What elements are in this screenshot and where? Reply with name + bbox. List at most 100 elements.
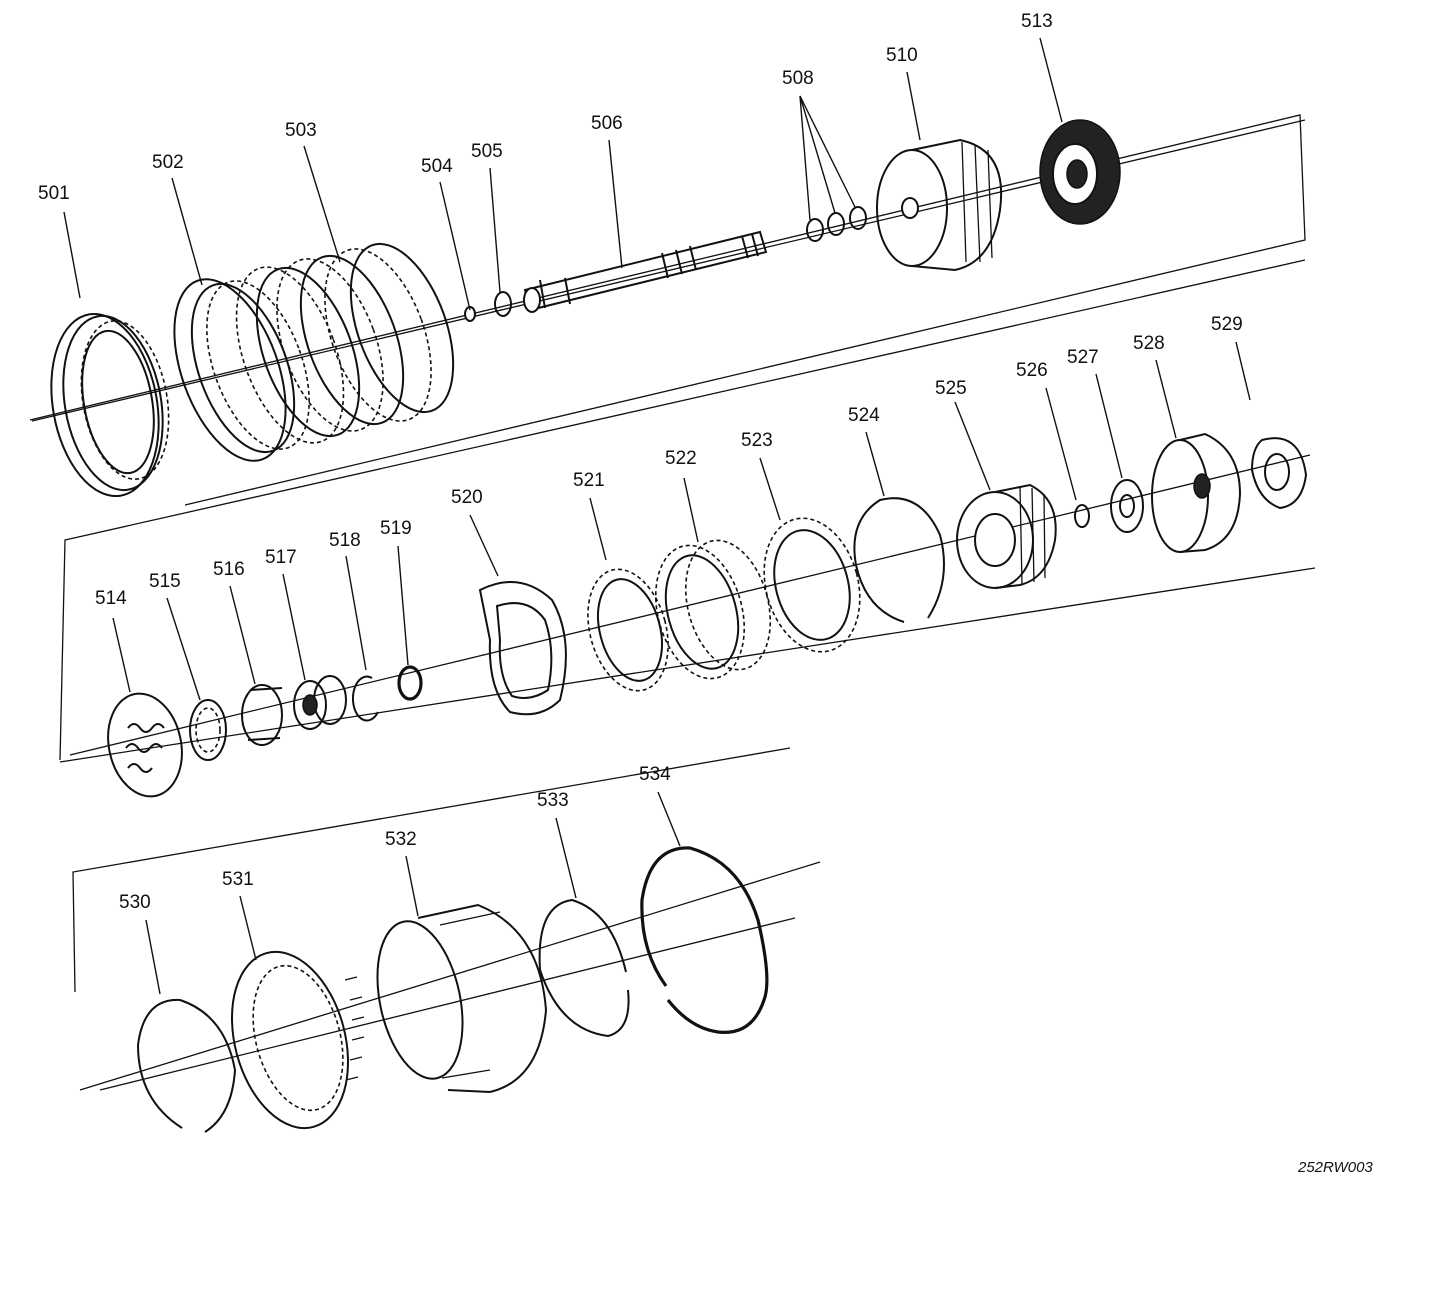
part-530-drawing [136, 998, 237, 1133]
leader-505 [489, 167, 501, 293]
part-520-drawing [478, 581, 567, 716]
callout-529: 529 [1211, 314, 1243, 335]
callout-534: 534 [639, 764, 671, 785]
callout-504: 504 [421, 156, 453, 177]
leader-523 [759, 457, 781, 521]
parts [50, 119, 1308, 1133]
part-526-drawing [1074, 504, 1090, 528]
leader-519 [397, 545, 409, 666]
callout-528: 528 [1133, 333, 1165, 354]
part-503-drawing [235, 242, 455, 444]
leader-526 [1045, 387, 1077, 501]
callout-525: 525 [935, 378, 967, 399]
part-517-drawing [293, 675, 347, 730]
leader-525 [954, 401, 991, 491]
leader-504 [439, 181, 471, 311]
part-531-drawing [230, 950, 365, 1130]
leader-530 [145, 919, 161, 995]
part-516-drawing [241, 684, 283, 746]
callout-516: 516 [213, 559, 245, 580]
leader-516 [229, 585, 256, 685]
leader-514 [112, 617, 131, 693]
callout-515: 515 [149, 571, 181, 592]
callout-510: 510 [886, 45, 918, 66]
part-523-drawing [763, 517, 861, 653]
callout-522: 522 [665, 448, 697, 469]
leader-524 [865, 431, 885, 497]
leader-527 [1095, 373, 1123, 479]
leader-520 [469, 514, 499, 577]
callout-501: 501 [38, 183, 70, 204]
leader-508a [799, 95, 811, 221]
callout-503: 503 [285, 120, 317, 141]
callout-513: 513 [1021, 11, 1053, 32]
leader-531 [239, 895, 257, 961]
leader-532 [405, 855, 419, 917]
callout-530: 530 [119, 892, 151, 913]
part-533-drawing [538, 898, 630, 1038]
part-532-drawing [376, 903, 548, 1094]
callout-521: 521 [573, 470, 605, 491]
part-529-drawing [1250, 437, 1308, 510]
leader-501 [63, 211, 81, 299]
part-518-drawing [351, 675, 379, 722]
leader-518 [345, 555, 367, 671]
leader-515 [166, 597, 201, 701]
part-524-drawing [853, 497, 945, 623]
leader-508c [799, 95, 856, 208]
callout-532: 532 [385, 829, 417, 850]
part-501-drawing [50, 312, 170, 498]
callout-523: 523 [741, 430, 773, 451]
part-508-drawing [806, 206, 867, 242]
callout-506: 506 [591, 113, 623, 134]
callout-labels: 501 502 503 504 505 506 508 510 513 514 … [38, 11, 1243, 913]
leader-502 [171, 177, 203, 286]
callout-505: 505 [471, 141, 503, 162]
part-534-drawing [640, 846, 769, 1034]
leader-506 [608, 139, 623, 269]
callout-517: 517 [265, 547, 297, 568]
callout-519: 519 [380, 518, 412, 539]
part-522-drawing [654, 539, 772, 680]
part-528-drawing [1151, 432, 1242, 553]
part-519-drawing [397, 665, 423, 701]
part-525-drawing [956, 483, 1057, 589]
leader-503 [303, 145, 341, 263]
part-514-drawing [107, 692, 183, 798]
leader-533 [555, 817, 577, 899]
leader-517 [282, 573, 306, 681]
leader-534 [657, 791, 681, 847]
part-521-drawing [587, 568, 669, 692]
panel-outlines [29, 114, 1316, 1091]
part-506-drawing [523, 230, 768, 313]
panel-outline-middle [59, 259, 1316, 763]
centerline-middle [69, 454, 1311, 756]
part-505-drawing [494, 291, 512, 317]
figure-id: 252RW003 [1297, 1159, 1373, 1176]
leader-522 [683, 477, 699, 543]
leader-529 [1235, 341, 1251, 401]
callout-524: 524 [848, 405, 880, 426]
leader-510 [906, 71, 921, 141]
callout-527: 527 [1067, 347, 1099, 368]
leader-513 [1039, 37, 1063, 123]
callout-502: 502 [152, 152, 184, 173]
part-515-drawing [189, 699, 227, 761]
callout-533: 533 [537, 790, 569, 811]
callout-520: 520 [451, 487, 483, 508]
leader-521 [589, 497, 607, 561]
leader-lines [63, 37, 1251, 995]
callout-514: 514 [95, 588, 127, 609]
part-513-drawing [1039, 119, 1121, 225]
callout-526: 526 [1016, 360, 1048, 381]
part-510-drawing [876, 138, 1003, 272]
leader-528 [1155, 359, 1177, 439]
callout-531: 531 [222, 869, 254, 890]
part-527-drawing [1110, 479, 1144, 533]
callout-518: 518 [329, 530, 361, 551]
centerline-bottom [99, 917, 796, 1091]
leader-508b [799, 95, 836, 214]
panel-outline-bottom [72, 747, 821, 1091]
callout-508: 508 [782, 68, 814, 89]
